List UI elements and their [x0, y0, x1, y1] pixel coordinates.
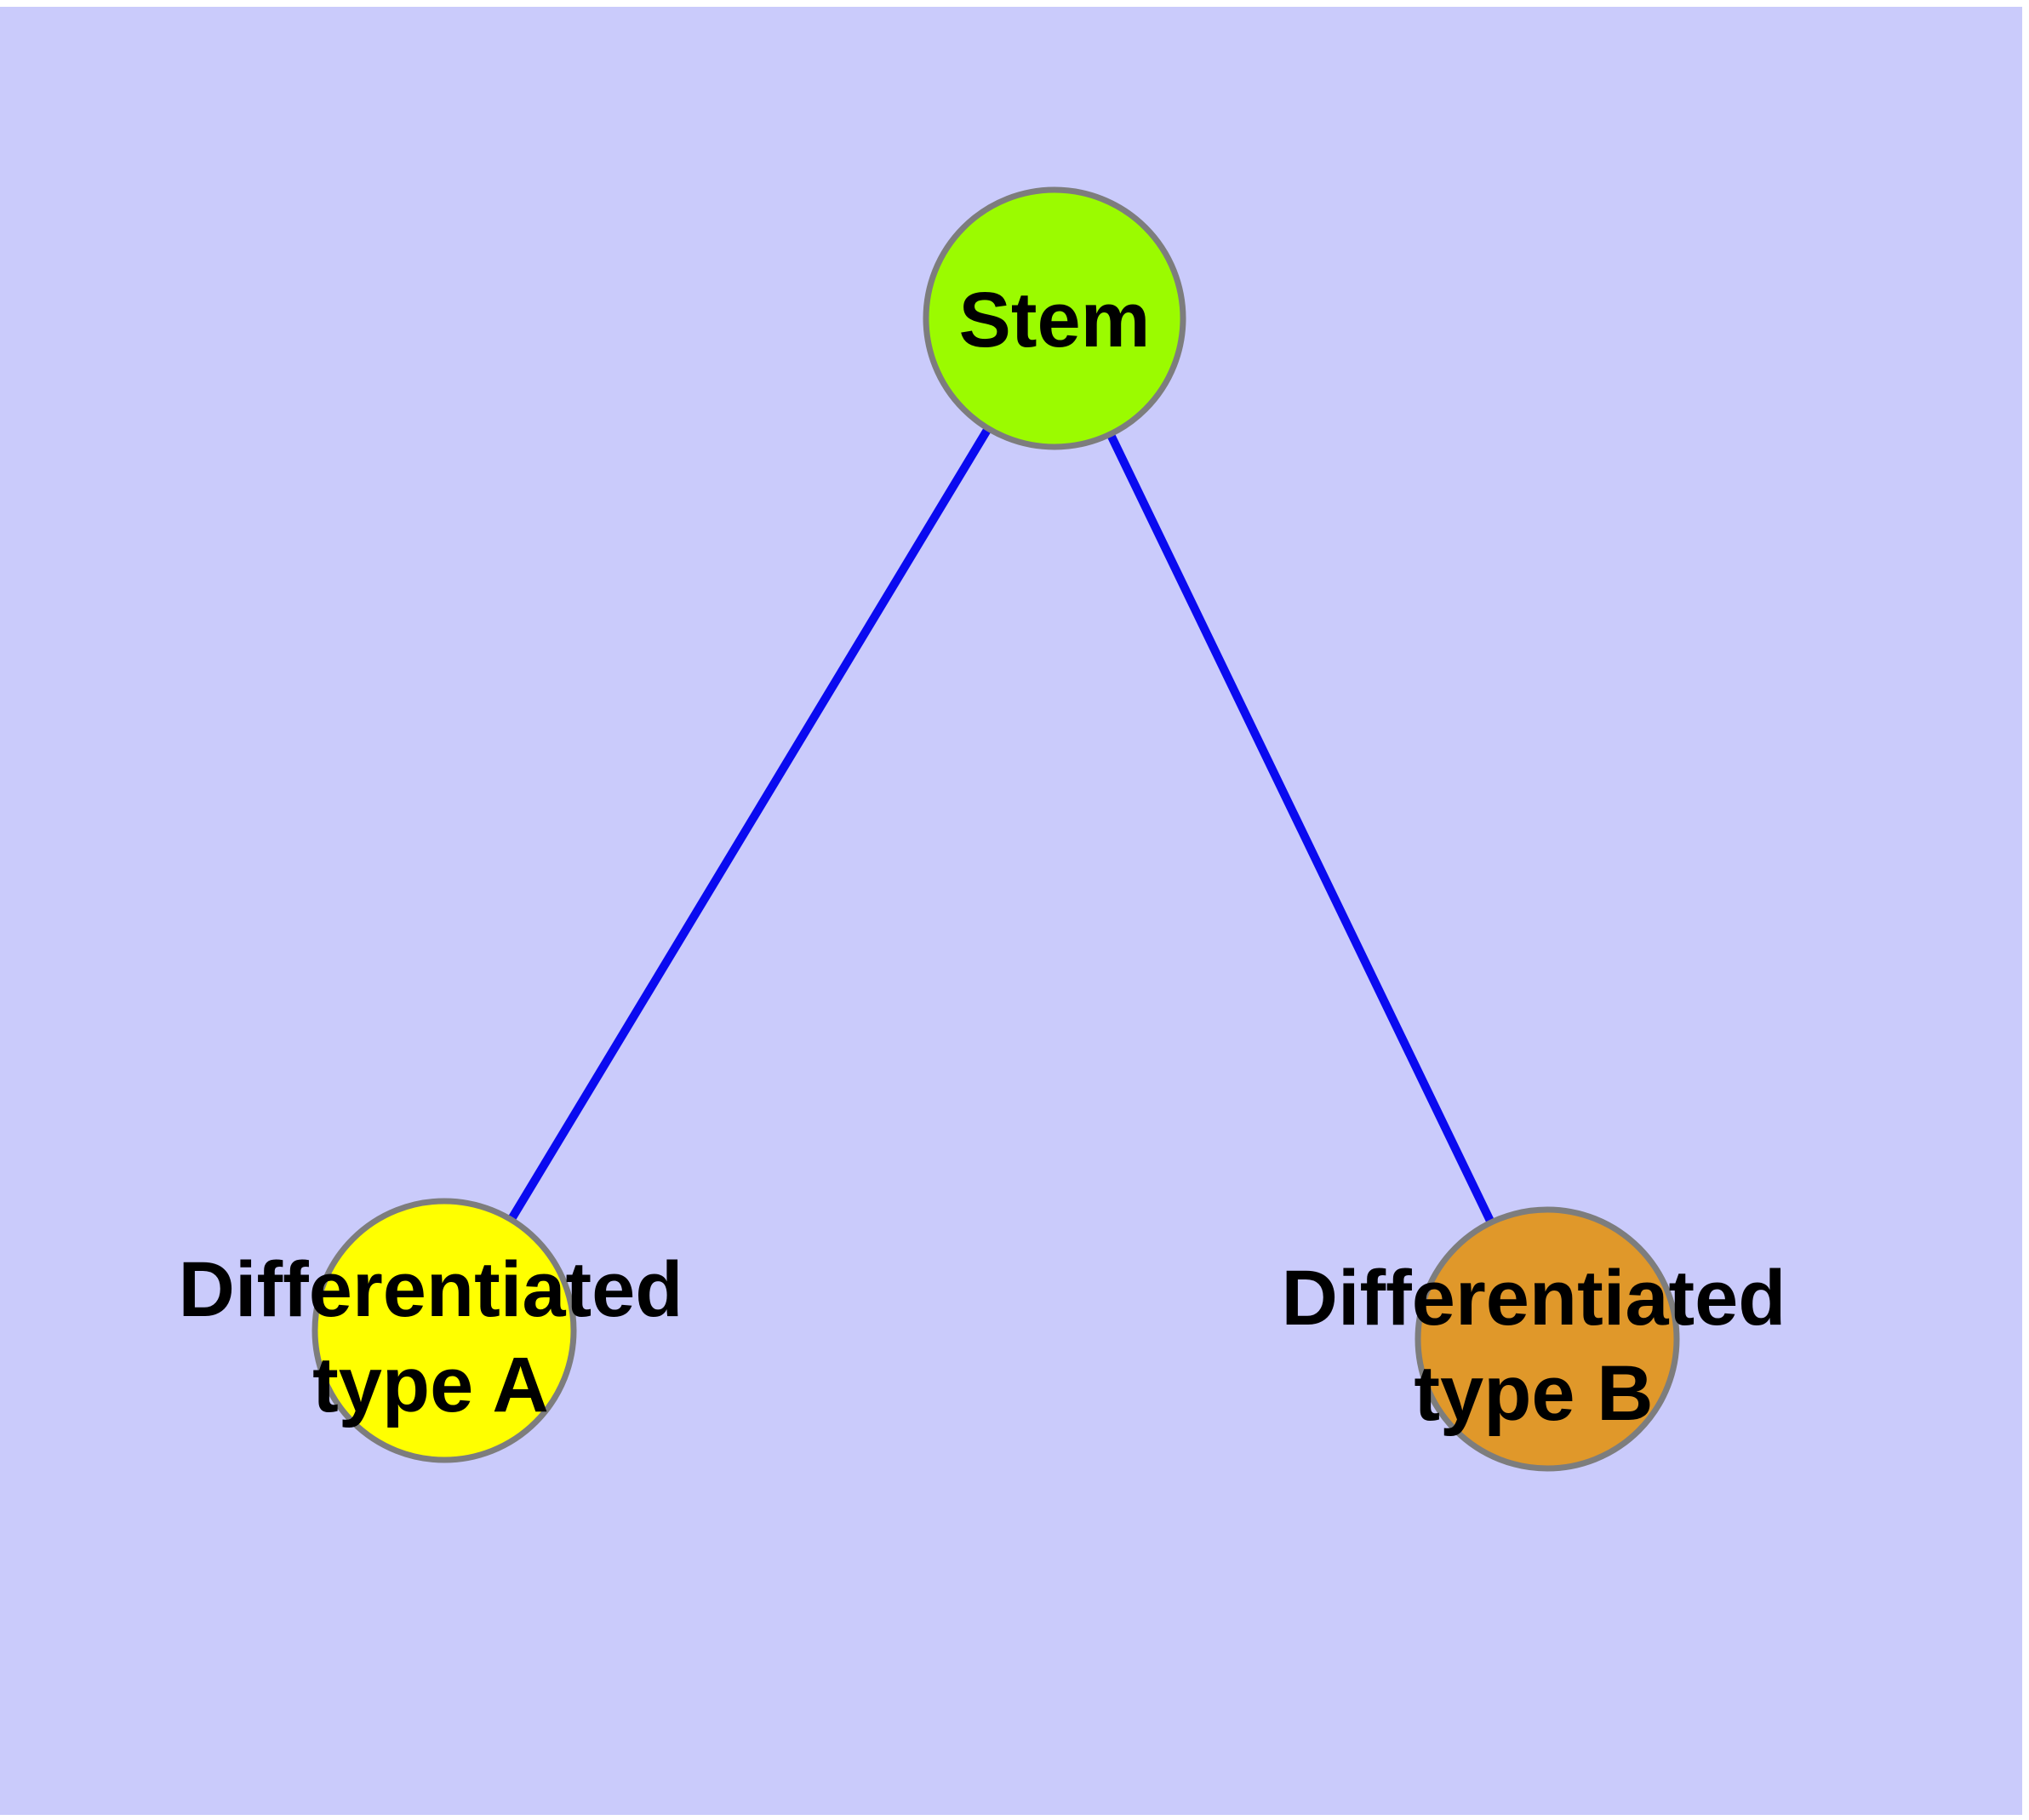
node-stem-label: Stem	[959, 277, 1151, 363]
node-type-b-label-line2: type B	[1414, 1350, 1653, 1437]
edge-stem-to-type-a	[440, 316, 1059, 1333]
node-type-a-label-line1: Differentiated	[179, 1246, 683, 1333]
edge-stem-to-type-b	[1050, 316, 1552, 1342]
node-stem	[923, 186, 1186, 450]
node-type-b-label-line1: Differentiated	[1282, 1255, 1786, 1342]
node-type-a-label-line2: type A	[312, 1342, 549, 1428]
node-differentiated-type-b	[1415, 1206, 1680, 1472]
node-differentiated-type-a	[311, 1198, 577, 1463]
